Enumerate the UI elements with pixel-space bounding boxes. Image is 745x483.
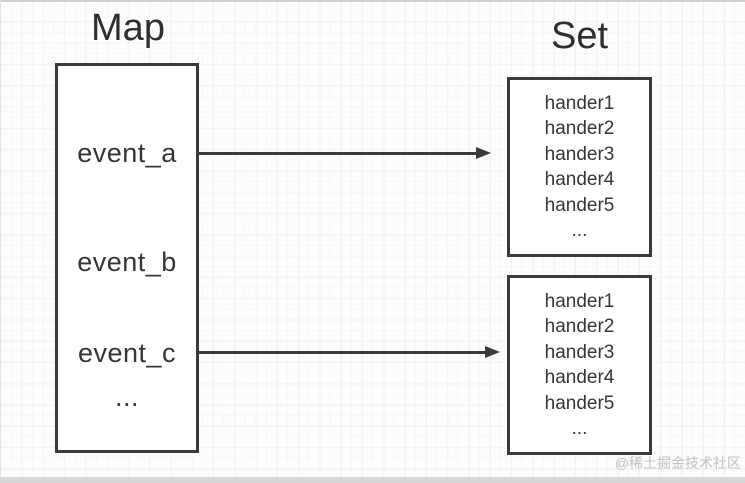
arrow-head-icon <box>476 147 491 159</box>
set-1-handler: hander3 <box>544 143 615 165</box>
set-1-ellipsis: ... <box>571 220 588 242</box>
set-2-ellipsis: ... <box>571 418 588 440</box>
arrow-shaft <box>199 350 487 354</box>
set-2-handler: hander1 <box>544 291 615 312</box>
set-2-handler: hander2 <box>544 316 615 338</box>
set-1-handler: hander2 <box>544 118 615 140</box>
set-box-1: hander1 hander2 hander3 hander4 hander5 … <box>507 77 652 257</box>
set-2-handler: hander3 <box>544 341 615 363</box>
map-title: Map <box>91 7 165 49</box>
map-key-ellipsis: ... <box>114 382 139 412</box>
set-box-2: hander1 hander2 hander3 hander4 hander5 … <box>507 275 652 455</box>
arrow-event-c-to-set2 <box>199 346 500 358</box>
set-2-handler-list: hander1 hander2 hander3 hander4 hander5 … <box>510 289 649 441</box>
canvas-top-edge <box>0 0 745 2</box>
watermark: @稀土掘金技术社区 <box>614 455 741 471</box>
map-box: event_a event_b event_c ... <box>55 63 199 453</box>
canvas-left-edge <box>0 0 1 483</box>
set-1-handler: hander1 <box>544 93 615 114</box>
set-2-handler: hander5 <box>544 392 615 414</box>
set-1-handler: hander5 <box>544 194 615 216</box>
arrow-head-icon <box>485 346 500 358</box>
map-key-event-c: event_c <box>77 338 177 368</box>
set-2-handler: hander4 <box>544 367 615 389</box>
canvas-bottom-edge <box>0 477 745 483</box>
map-key-event-a: event_a <box>77 138 177 168</box>
arrow-shaft <box>199 151 478 155</box>
set-1-handler: hander4 <box>544 169 615 191</box>
set-1-handler-list: hander1 hander2 hander3 hander4 hander5 … <box>510 91 649 243</box>
map-key-event-b: event_b <box>77 247 177 277</box>
set-title: Set <box>550 15 609 57</box>
arrow-event-a-to-set1 <box>199 147 491 159</box>
